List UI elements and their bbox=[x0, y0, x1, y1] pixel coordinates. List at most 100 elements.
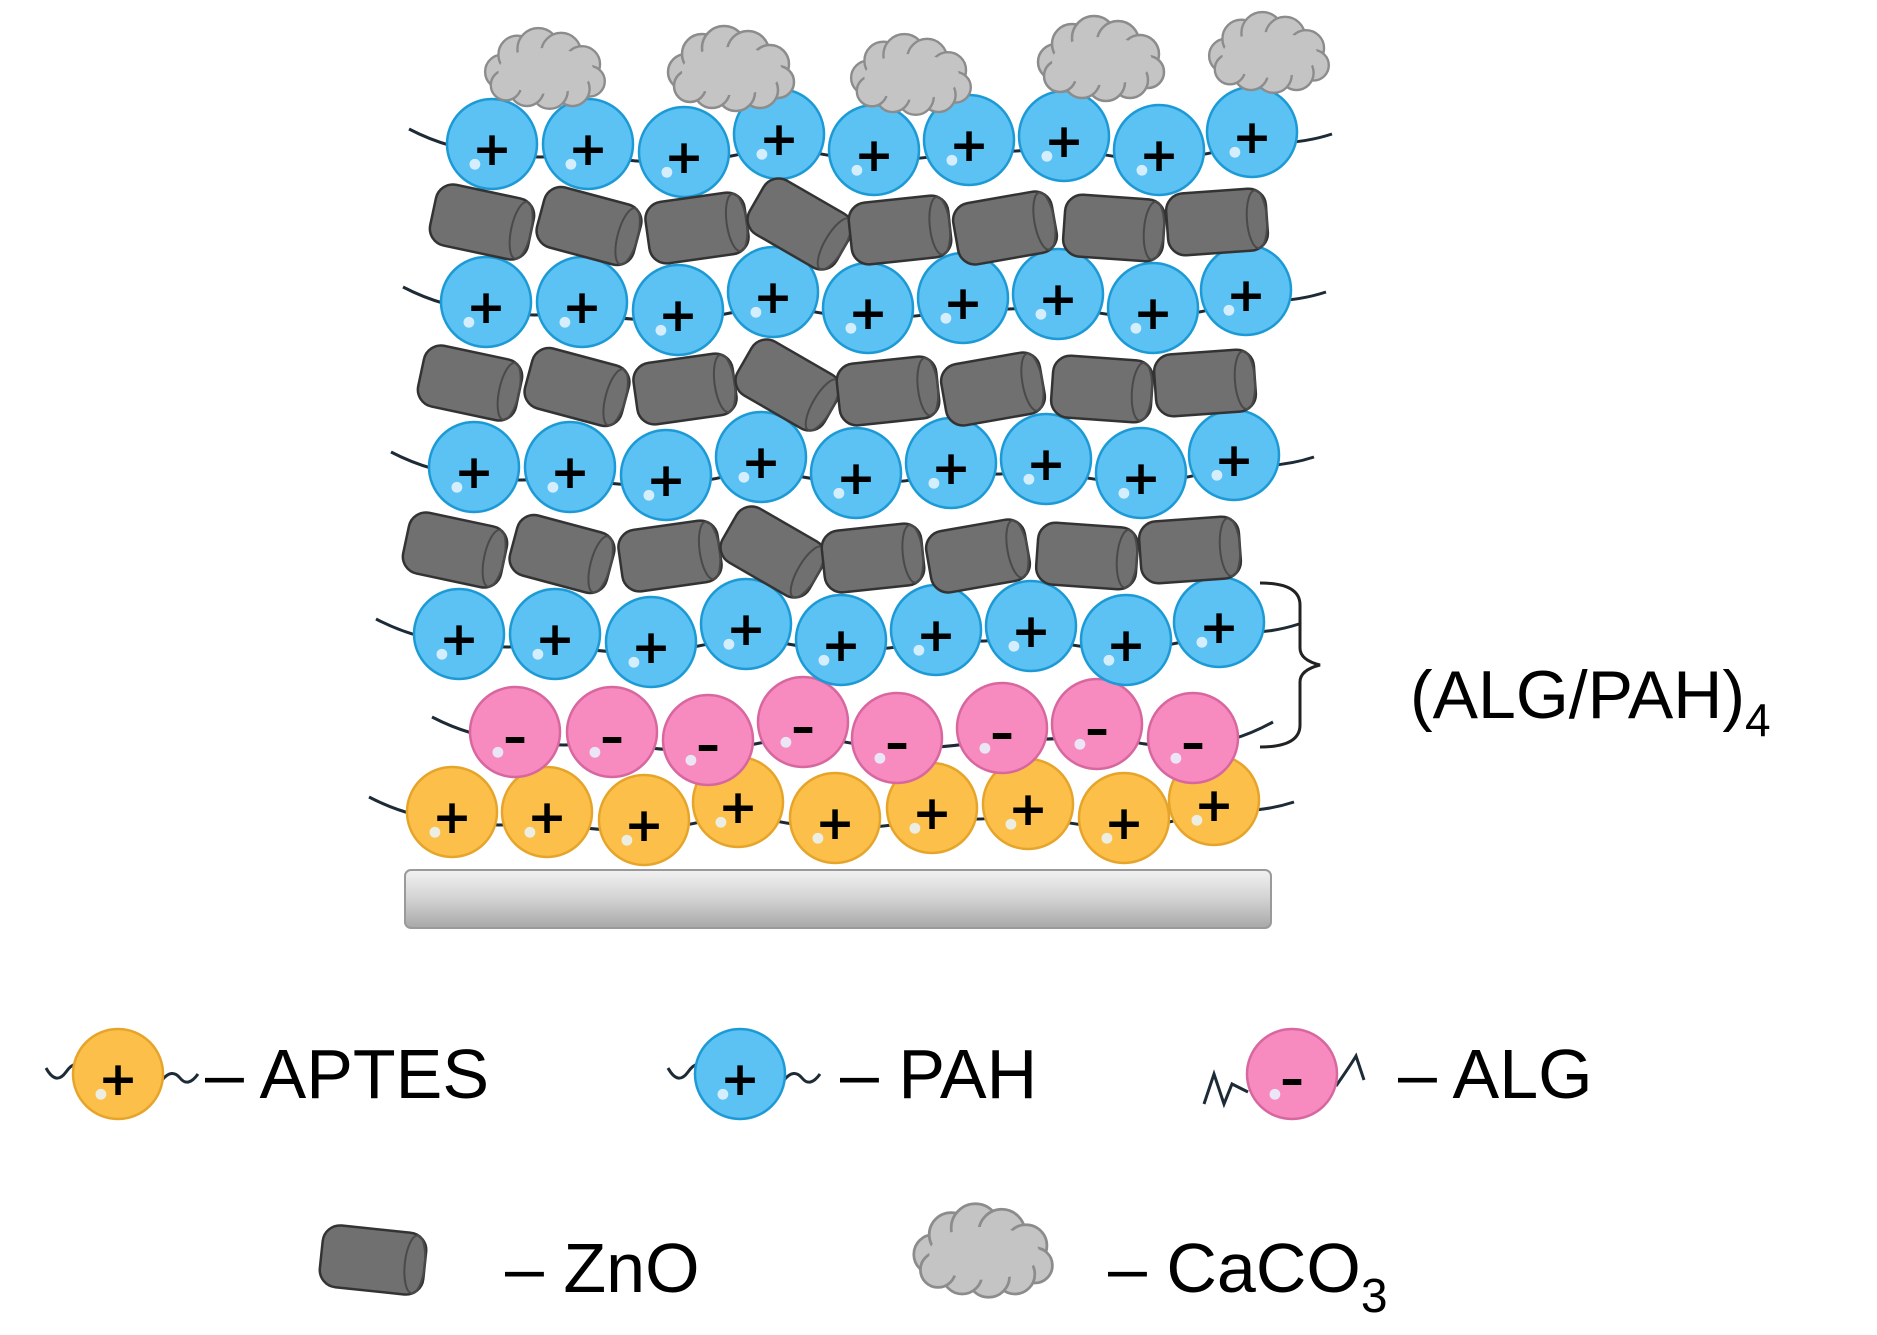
pah-layer-2-particle: + bbox=[427, 420, 521, 514]
legend-caco3 bbox=[912, 1202, 1054, 1299]
svg-text:+: + bbox=[646, 453, 686, 508]
pah-layer-3-particle: + bbox=[1199, 243, 1293, 337]
pah-layer-2-particle: + bbox=[714, 410, 808, 504]
svg-text:+: + bbox=[741, 435, 781, 490]
alg-layer-particle: – bbox=[661, 693, 755, 787]
pah-layer-1-particle: + bbox=[604, 595, 698, 689]
zno-rod bbox=[1049, 354, 1155, 424]
pah-layer-4-particle: + bbox=[1017, 89, 1111, 183]
svg-text:+: + bbox=[759, 112, 799, 167]
alg-layer-particle: – bbox=[756, 675, 850, 769]
svg-text:+: + bbox=[726, 602, 766, 657]
svg-text:+: + bbox=[658, 288, 698, 343]
caco3-particle bbox=[483, 26, 606, 111]
zno-rod bbox=[508, 513, 616, 595]
svg-text:+: + bbox=[535, 612, 575, 667]
zno-rod bbox=[318, 1224, 428, 1296]
svg-text:+: + bbox=[1199, 600, 1239, 655]
svg-text:+: + bbox=[718, 780, 758, 835]
svg-text:+: + bbox=[1121, 451, 1161, 506]
svg-text:+: + bbox=[439, 612, 479, 667]
svg-text:+: + bbox=[466, 280, 506, 335]
svg-text:–: – bbox=[503, 710, 527, 765]
pah-layer-2-particle: + bbox=[1187, 408, 1281, 502]
svg-text:+: + bbox=[562, 280, 602, 335]
svg-text:+: + bbox=[1133, 286, 1173, 341]
legend-label-alg: – ALG bbox=[1398, 1035, 1593, 1113]
svg-text:+: + bbox=[432, 790, 472, 845]
svg-text:–: – bbox=[696, 718, 720, 773]
svg-text:+: + bbox=[1026, 437, 1066, 492]
svg-text:+: + bbox=[949, 118, 989, 173]
svg-text:+: + bbox=[1044, 114, 1084, 169]
legend-label-pah: – PAH bbox=[840, 1035, 1037, 1113]
pah-layer-1-particle: + bbox=[1079, 593, 1173, 687]
legend-pah: + bbox=[666, 1027, 822, 1121]
alg-layer-particle: – bbox=[850, 691, 944, 785]
caco3-particle bbox=[849, 32, 972, 117]
aptes-layer-particle: + bbox=[788, 771, 882, 865]
svg-text:+: + bbox=[931, 441, 971, 496]
caco3-particle bbox=[666, 24, 796, 113]
zno-rod bbox=[835, 355, 941, 427]
zno-rod bbox=[847, 194, 953, 266]
pah-layer-3-particle: + bbox=[1011, 247, 1105, 341]
zno-rod bbox=[734, 338, 842, 432]
svg-text:+: + bbox=[912, 786, 952, 841]
pah-layer-1-particle: + bbox=[889, 583, 983, 677]
legend-label-caco3: – CaCO3 bbox=[1108, 1229, 1388, 1323]
pah-layer-3-particle: + bbox=[535, 255, 629, 349]
svg-text:+: + bbox=[1139, 128, 1179, 183]
pah-layer-1-particle: + bbox=[1172, 575, 1266, 669]
pah-layer-4-particle: + bbox=[827, 103, 921, 197]
svg-text:+: + bbox=[568, 122, 608, 177]
pah-layer-4: +++++++++ bbox=[408, 85, 1333, 199]
svg-text:+: + bbox=[720, 1052, 760, 1107]
svg-text:+: + bbox=[550, 445, 590, 500]
pah-layer-2-particle: + bbox=[999, 412, 1093, 506]
pah-layer-4-particle: + bbox=[541, 97, 635, 191]
pah-layer-1-particle: + bbox=[699, 577, 793, 671]
alg-layer-particle: – bbox=[468, 685, 562, 779]
svg-text:+: + bbox=[836, 451, 876, 506]
zno-rod bbox=[924, 518, 1032, 594]
svg-text:+: + bbox=[631, 620, 671, 675]
pah-layer-4-particle: + bbox=[1112, 103, 1206, 197]
alg-layer-particle: – bbox=[1146, 691, 1240, 785]
svg-text:+: + bbox=[821, 618, 861, 673]
aptes-layer-particle: + bbox=[597, 773, 691, 867]
svg-text:+: + bbox=[527, 790, 567, 845]
pah-layer-2-particle: + bbox=[809, 426, 903, 520]
pah-layer-4-particle: + bbox=[445, 97, 539, 191]
zno-rod bbox=[1034, 521, 1140, 591]
pah-layer-3-particle: + bbox=[631, 263, 725, 357]
svg-text:–: – bbox=[990, 706, 1014, 761]
pah-layer-3-particle: + bbox=[916, 251, 1010, 345]
alg-layer-particle: – bbox=[955, 681, 1049, 775]
pah-layer-1-particle: + bbox=[794, 593, 888, 687]
svg-text:+: + bbox=[1194, 778, 1234, 833]
zno-rod bbox=[746, 177, 854, 271]
zno-rod bbox=[523, 346, 631, 428]
legend-aptes: + bbox=[44, 1027, 200, 1121]
svg-text:+: + bbox=[624, 798, 664, 853]
zno-layer-1 bbox=[401, 505, 1243, 599]
svg-text:+: + bbox=[753, 270, 793, 325]
zno-layer-3 bbox=[428, 177, 1270, 271]
svg-text:+: + bbox=[815, 796, 855, 851]
svg-text:+: + bbox=[472, 122, 512, 177]
legend-pah-symbol: + bbox=[693, 1027, 787, 1121]
zno-rod bbox=[632, 352, 738, 426]
zno-layer-2 bbox=[416, 338, 1258, 432]
pah-layer-3-particle: + bbox=[726, 245, 820, 339]
alg-layer: –––––––– bbox=[431, 675, 1274, 787]
legend-zno bbox=[318, 1224, 428, 1296]
legend-alg-symbol: – bbox=[1245, 1027, 1339, 1121]
zno-rod bbox=[820, 522, 926, 594]
pah-layer-4-particle: + bbox=[922, 93, 1016, 187]
pah-layer-2: + + + + + + + + + bbox=[390, 408, 1315, 522]
pah-layer-3-particle: + bbox=[1106, 261, 1200, 355]
zno-rod bbox=[1164, 187, 1270, 257]
pah-layer-4-particle: + bbox=[1205, 85, 1299, 179]
legend-alg: – bbox=[1202, 1027, 1366, 1121]
